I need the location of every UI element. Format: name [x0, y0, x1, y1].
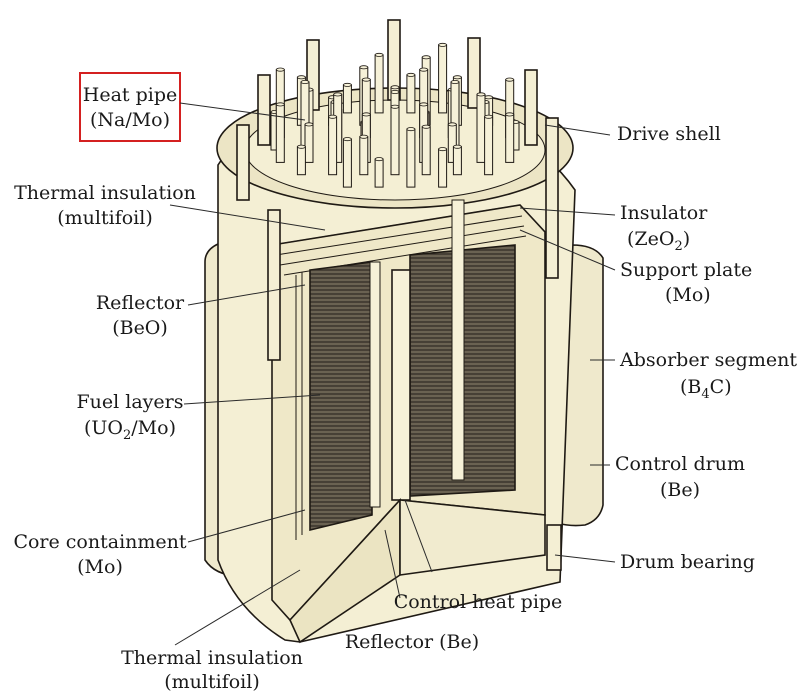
heat-pipe-rod-cap: [421, 124, 431, 129]
heat-pipe-array: [270, 42, 520, 188]
heat-pipe-rod-cap: [361, 77, 371, 82]
labels-right: Drive shell Insulator (ZeO2) Support pla…: [615, 123, 797, 573]
label-fuel-layers-sub: (UO2/Mo): [84, 417, 176, 443]
heat-pipe-rod: [342, 84, 352, 114]
reflector-layers: [271, 204, 527, 276]
heat-pipe-rod-cap: [333, 92, 343, 97]
heat-pipe-rod-cap: [390, 85, 400, 90]
heat-pipe-rod-cap: [390, 90, 400, 95]
heat-pipe-rod-cap: [296, 75, 306, 80]
heat-pipe-rod-cap: [361, 112, 371, 117]
heat-pipe-rod-cap: [342, 137, 352, 142]
heat-pipe-rod-cap: [304, 122, 314, 127]
heat-pipe-rod-cap: [505, 112, 515, 117]
heat-pipe-highlight-box: [79, 72, 181, 142]
leader-lines: [169, 102, 616, 646]
heat-pipe-rod-cap: [421, 55, 431, 60]
heat-pipe-rod-cap: [359, 134, 369, 139]
heat-pipe-rod: [421, 126, 431, 176]
heat-pipe-rod-cap: [390, 104, 400, 109]
lower-reflector-right: [399, 499, 546, 576]
label-drum-bearing: Drum bearing: [620, 551, 755, 573]
label-control-heat-pipe: Control heat pipe: [394, 591, 563, 613]
heat-pipe-rod: [275, 103, 285, 163]
heat-pipe-rod-cap: [406, 72, 416, 77]
heat-pipe-rod-cap: [374, 157, 384, 162]
heat-pipe-rod-cap: [505, 77, 515, 82]
label-control-drum: Control drum: [615, 453, 745, 475]
label-core-containment-sub: (Mo): [77, 556, 123, 578]
heat-pipe-rod: [296, 146, 306, 176]
drive-shell-rods: [236, 19, 559, 361]
heat-pipe-rod-cap: [450, 80, 460, 85]
heat-pipe-rod-cap: [419, 67, 429, 72]
heat-pipe-rod: [438, 148, 448, 188]
label-core-containment: Core containment: [13, 531, 186, 553]
heat-pipe-rod-cap: [452, 144, 462, 149]
heat-pipe-rod-cap: [484, 95, 494, 100]
heat-pipe-rod-cap: [328, 114, 338, 119]
label-fuel-layers: Fuel layers: [77, 391, 184, 413]
label-control-drum-sub: (Be): [660, 479, 700, 501]
core-containment-shell: [295, 272, 303, 540]
label-thermal-insulation-top-sub: (multifoil): [57, 207, 153, 229]
heat-pipe-rod-cap: [452, 75, 462, 80]
heat-pipe-rod-cap: [406, 127, 416, 132]
heat-pipe-rod: [406, 128, 416, 188]
heat-pipe-rod-cap: [342, 82, 352, 87]
label-support-plate: Support plate: [620, 259, 752, 281]
heat-pipe-rod-cap: [484, 114, 494, 119]
control-heat-pipe: [391, 269, 411, 501]
heat-pipe-rod: [452, 146, 462, 176]
label-thermal-insulation-bottom: Thermal insulation: [121, 647, 303, 669]
label-reflector-beo-sub: (BeO): [112, 317, 168, 339]
heat-pipe-rod: [304, 123, 314, 163]
heat-pipe-rod-cap: [296, 144, 306, 149]
heat-pipe-in-core-right: [451, 199, 465, 481]
heat-pipe-rod-cap: [476, 92, 486, 97]
label-reflector-be: Reflector (Be): [345, 631, 479, 653]
label-insulator: Insulator: [620, 202, 708, 224]
fuel-block-left: [309, 261, 373, 532]
heat-pipe-rod-cap: [300, 80, 310, 85]
heat-pipe-rod-cap: [438, 147, 448, 152]
label-thermal-insulation-bottom-sub: (multifoil): [164, 671, 260, 693]
heat-pipe-rod: [438, 44, 448, 114]
heat-pipe-rod-cap: [374, 52, 384, 57]
heat-pipe-rod: [484, 116, 494, 176]
heat-pipe-rod: [374, 158, 384, 188]
label-thermal-insulation-top: Thermal insulation: [14, 182, 196, 204]
label-insulator-sub: (ZeO2): [627, 228, 690, 254]
label-absorber-segment-sub: (B4C): [680, 376, 732, 402]
labels-bottom: Reflector (Be) Control heat pipe: [345, 591, 562, 653]
heat-pipe-rod: [505, 113, 515, 163]
heat-pipe-rod: [328, 116, 338, 176]
heat-pipe-rod: [374, 54, 384, 114]
heat-pipe-rod-cap: [419, 102, 429, 107]
heat-pipe-rod: [390, 106, 400, 176]
heat-pipe-rod: [406, 74, 416, 114]
label-support-plate-sub: (Mo): [665, 284, 711, 306]
label-heat-pipe: Heat pipe: [83, 84, 177, 106]
heat-pipe-rod: [476, 93, 486, 163]
label-reflector-beo: Reflector: [96, 292, 185, 314]
label-absorber-segment: Absorber segment: [619, 349, 797, 371]
reactor-body: [204, 19, 604, 644]
heat-pipe-rod-cap: [447, 122, 457, 127]
heat-pipe-rod: [359, 136, 369, 176]
labels-left: Heat pipe (Na/Mo) Thermal insulation (mu…: [13, 84, 302, 693]
label-heat-pipe-sub: (Na/Mo): [90, 109, 170, 131]
heat-pipe-rod-cap: [438, 42, 448, 47]
heat-pipe-rod: [342, 138, 352, 188]
heat-pipe-in-core-left: [369, 261, 381, 508]
heat-pipe-rod-cap: [275, 102, 285, 107]
label-drive-shell: Drive shell: [617, 123, 721, 145]
heat-pipe-rod-cap: [275, 67, 285, 72]
drum-bearing-shaft: [546, 524, 562, 571]
heat-pipe-rod-cap: [359, 65, 369, 70]
